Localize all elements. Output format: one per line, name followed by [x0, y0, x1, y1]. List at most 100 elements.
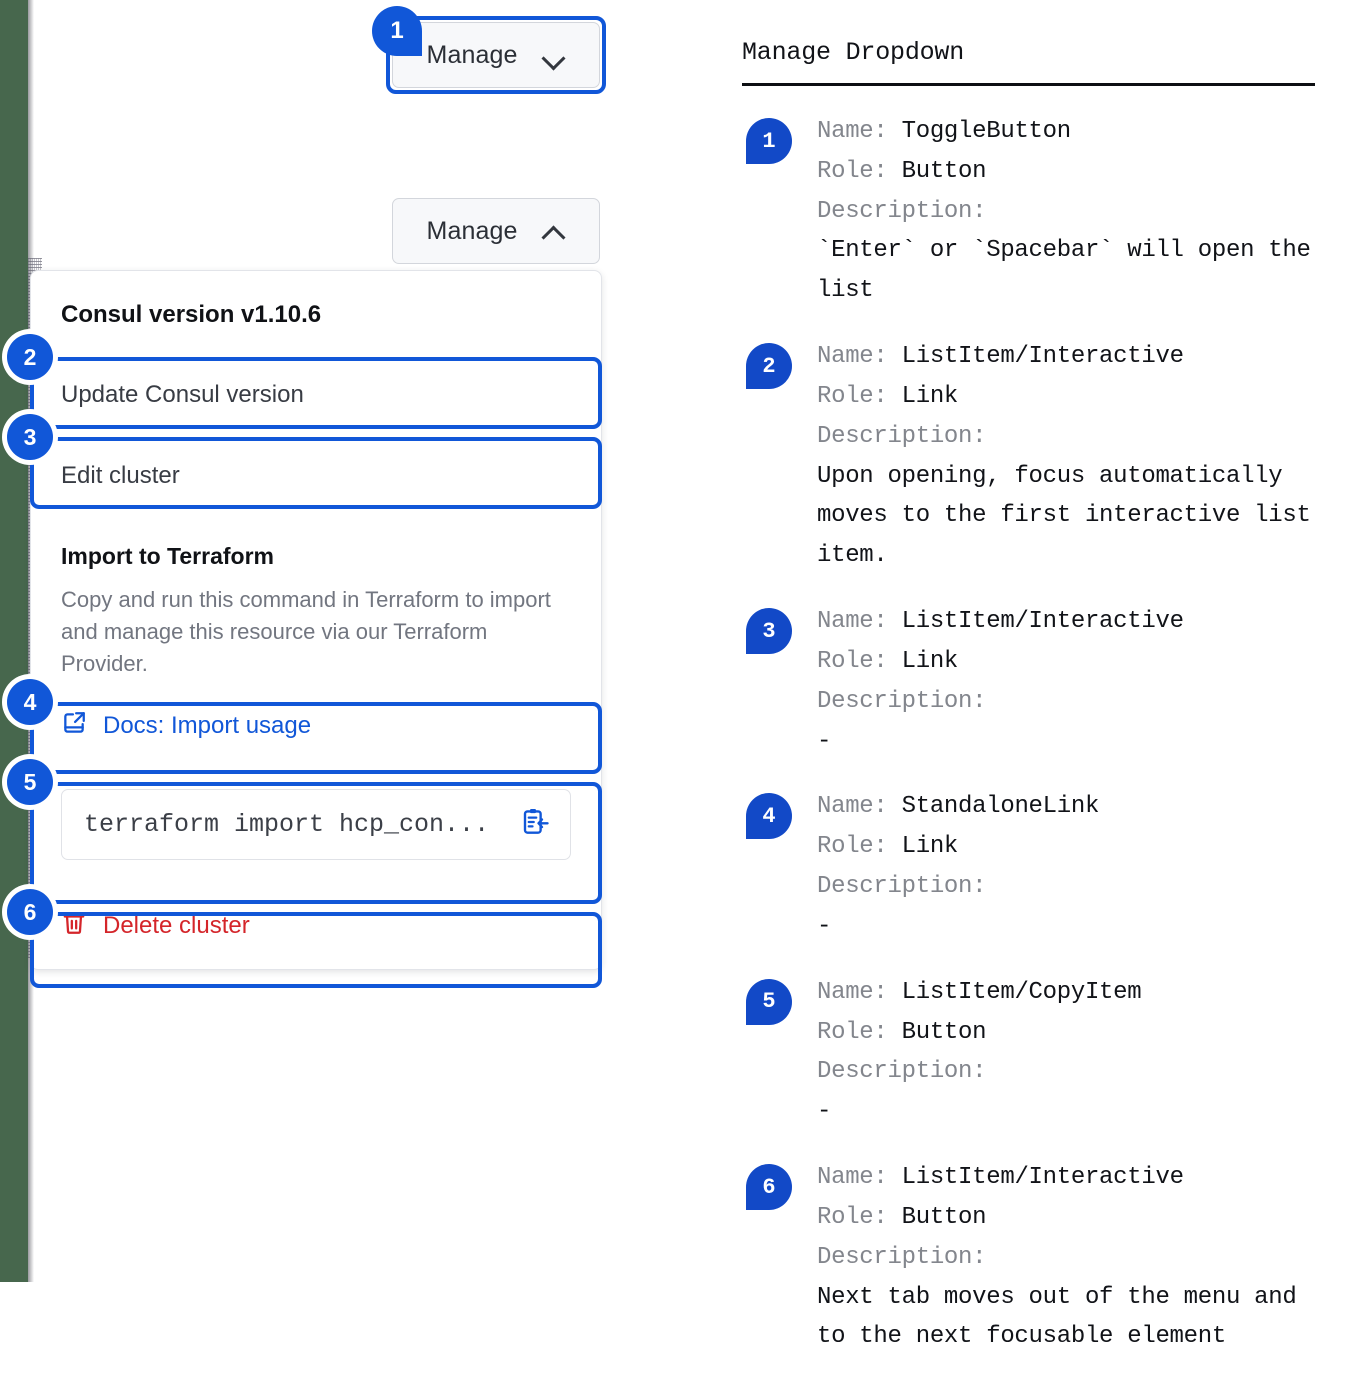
legend-role-label-row: Role: Link [817, 827, 1322, 867]
annotation-badge-2: 2 [7, 334, 53, 380]
legend-name-label: Name: [817, 118, 902, 145]
legend-description-label: Description: [817, 687, 1001, 715]
manage-toggle-label-expanded: Manage [426, 216, 518, 245]
annotation-badge-5: 5 [7, 759, 53, 805]
legend-name-value: ToggleButton [901, 118, 1072, 145]
legend-name-label-row: Name: ListItem/Interactive [817, 1158, 1322, 1198]
legend-description-label: Description: [817, 422, 1001, 450]
copy-clipboard-icon [520, 807, 550, 842]
legend-name-label-row: Name: ListItem/Interactive [817, 602, 1322, 642]
legend-role-label: Role: [817, 382, 902, 410]
legend-name-label: Name: [817, 793, 902, 821]
menu-item-edit-cluster[interactable]: Edit cluster [31, 436, 601, 517]
legend-name-value: ListItem/Interactive [901, 1164, 1184, 1192]
legend-role-label-row: Role: Link [817, 377, 1322, 417]
legend-role-value: Button [901, 1018, 987, 1046]
manage-toggle-label: Manage [426, 40, 518, 69]
docs-import-usage-label: Docs: Import usage [103, 712, 312, 740]
legend-name-label-row: Name: ListItem/Interactive [817, 337, 1322, 377]
copy-command-button[interactable]: terraform import hcp_con... [61, 788, 571, 860]
terraform-section: Import to Terraform Copy and run this co… [31, 517, 601, 686]
legend-role-label: Role: [817, 157, 902, 185]
terraform-section-title: Import to Terraform [61, 543, 274, 569]
manage-toggle-button-collapsed[interactable]: Manage [392, 22, 600, 88]
legend-role-label: Role: [817, 647, 902, 675]
legend-badge-4: 4 [746, 793, 792, 840]
legend-divider [742, 83, 1315, 86]
legend-description-label-row: Description: [817, 1238, 1322, 1278]
legend-name-value: StandaloneLink [901, 793, 1100, 821]
trash-icon [61, 910, 87, 943]
legend-role-value: Link [901, 382, 959, 410]
annotation-badge-1: 1 [372, 6, 422, 56]
legend-badge-2: 2 [746, 343, 792, 390]
legend-name-label-row: Name: StandaloneLink [817, 787, 1322, 827]
legend-role-label-row: Role: Button [817, 152, 1322, 192]
legend-badge-5: 5 [746, 978, 792, 1025]
menu-item-update-consul-version[interactable]: Update Consul version [31, 355, 601, 436]
legend-description-label: Description: [817, 873, 1001, 901]
terraform-copy-row: terraform import hcp_con... [31, 769, 601, 886]
legend-role-value: Link [901, 833, 959, 861]
legend-name-value: ListItem/CopyItem [901, 978, 1142, 1006]
legend-description-label-row: Description: [817, 1052, 1322, 1092]
legend-description-value: Next tab moves out of the menu and to th… [817, 1283, 1311, 1351]
manage-toggle-button-expanded[interactable]: Manage [392, 198, 600, 264]
legend-description-label-row: Description: [817, 417, 1322, 457]
legend-name-label: Name: [817, 1164, 902, 1192]
legend-role-label: Role: [817, 1203, 902, 1231]
legend-description-label: Description: [817, 1243, 1001, 1271]
legend-title: Manage Dropdown [742, 38, 965, 67]
legend-description-label-row: Description: [817, 867, 1322, 907]
legend-role-label: Role: [817, 833, 902, 861]
terraform-section-description: Copy and run this command in Terraform t… [61, 587, 551, 676]
legend-description-value: - [817, 1098, 832, 1126]
terraform-command-text: terraform import hcp_con... [84, 809, 490, 839]
legend-name-value: ListItem/Interactive [901, 608, 1184, 636]
legend-role-label-row: Role: Button [817, 1198, 1322, 1238]
legend-badge-3: 3 [746, 608, 792, 655]
legend-name-label: Name: [817, 978, 902, 1006]
legend-role-value: Button [901, 157, 987, 185]
legend-role-label: Role: [817, 1018, 902, 1046]
legend-description-label-row: Description: [817, 682, 1322, 722]
legend-badge-6: 6 [746, 1164, 792, 1211]
menu-item-delete-cluster[interactable]: Delete cluster [31, 886, 601, 969]
legend-description-label: Description: [817, 197, 1001, 225]
dropdown-demo-pane: Manage 1 Manage Consul version v1.10.6 U… [0, 0, 700, 1282]
chevron-up-icon [543, 225, 565, 238]
external-link-doc-icon [61, 710, 87, 743]
annotation-badge-3: 3 [7, 414, 53, 460]
menu-item-docs-import-usage[interactable]: Docs: Import usage [31, 686, 601, 769]
legend-name-label: Name: [817, 343, 902, 371]
legend-name-value: ListItem/Interactive [901, 343, 1184, 371]
delete-cluster-label: Delete cluster [103, 912, 250, 940]
legend-role-value: Button [901, 1203, 987, 1231]
legend-role-label-row: Role: Button [817, 1013, 1322, 1053]
left-edge-strip [0, 0, 28, 1282]
legend-badge-1: 1 [746, 118, 792, 164]
legend-name-label: Name: [817, 608, 902, 636]
legend-description-label: Description: [817, 1058, 1001, 1086]
legend-name-label-row: Name: ToggleButton [817, 112, 1322, 152]
legend-name-label-row: Name: ListItem/CopyItem [817, 973, 1322, 1013]
chevron-down-icon [543, 49, 565, 62]
annotation-badge-4: 4 [7, 679, 53, 725]
annotation-badge-6: 6 [7, 889, 53, 935]
legend-role-label-row: Role: Link [817, 642, 1322, 682]
consul-version-heading: Consul version v1.10.6 [61, 301, 322, 328]
legend-description-label-row: Description: [817, 192, 1322, 232]
legend-description-value: - [817, 912, 832, 940]
legend-role-value: Link [901, 647, 959, 675]
legend-description-value: Upon opening, focus automatically moves … [817, 462, 1325, 570]
legend-description-value: `Enter` or `Spacebar` will open the list [817, 237, 1325, 305]
legend-description-value: - [817, 727, 832, 755]
